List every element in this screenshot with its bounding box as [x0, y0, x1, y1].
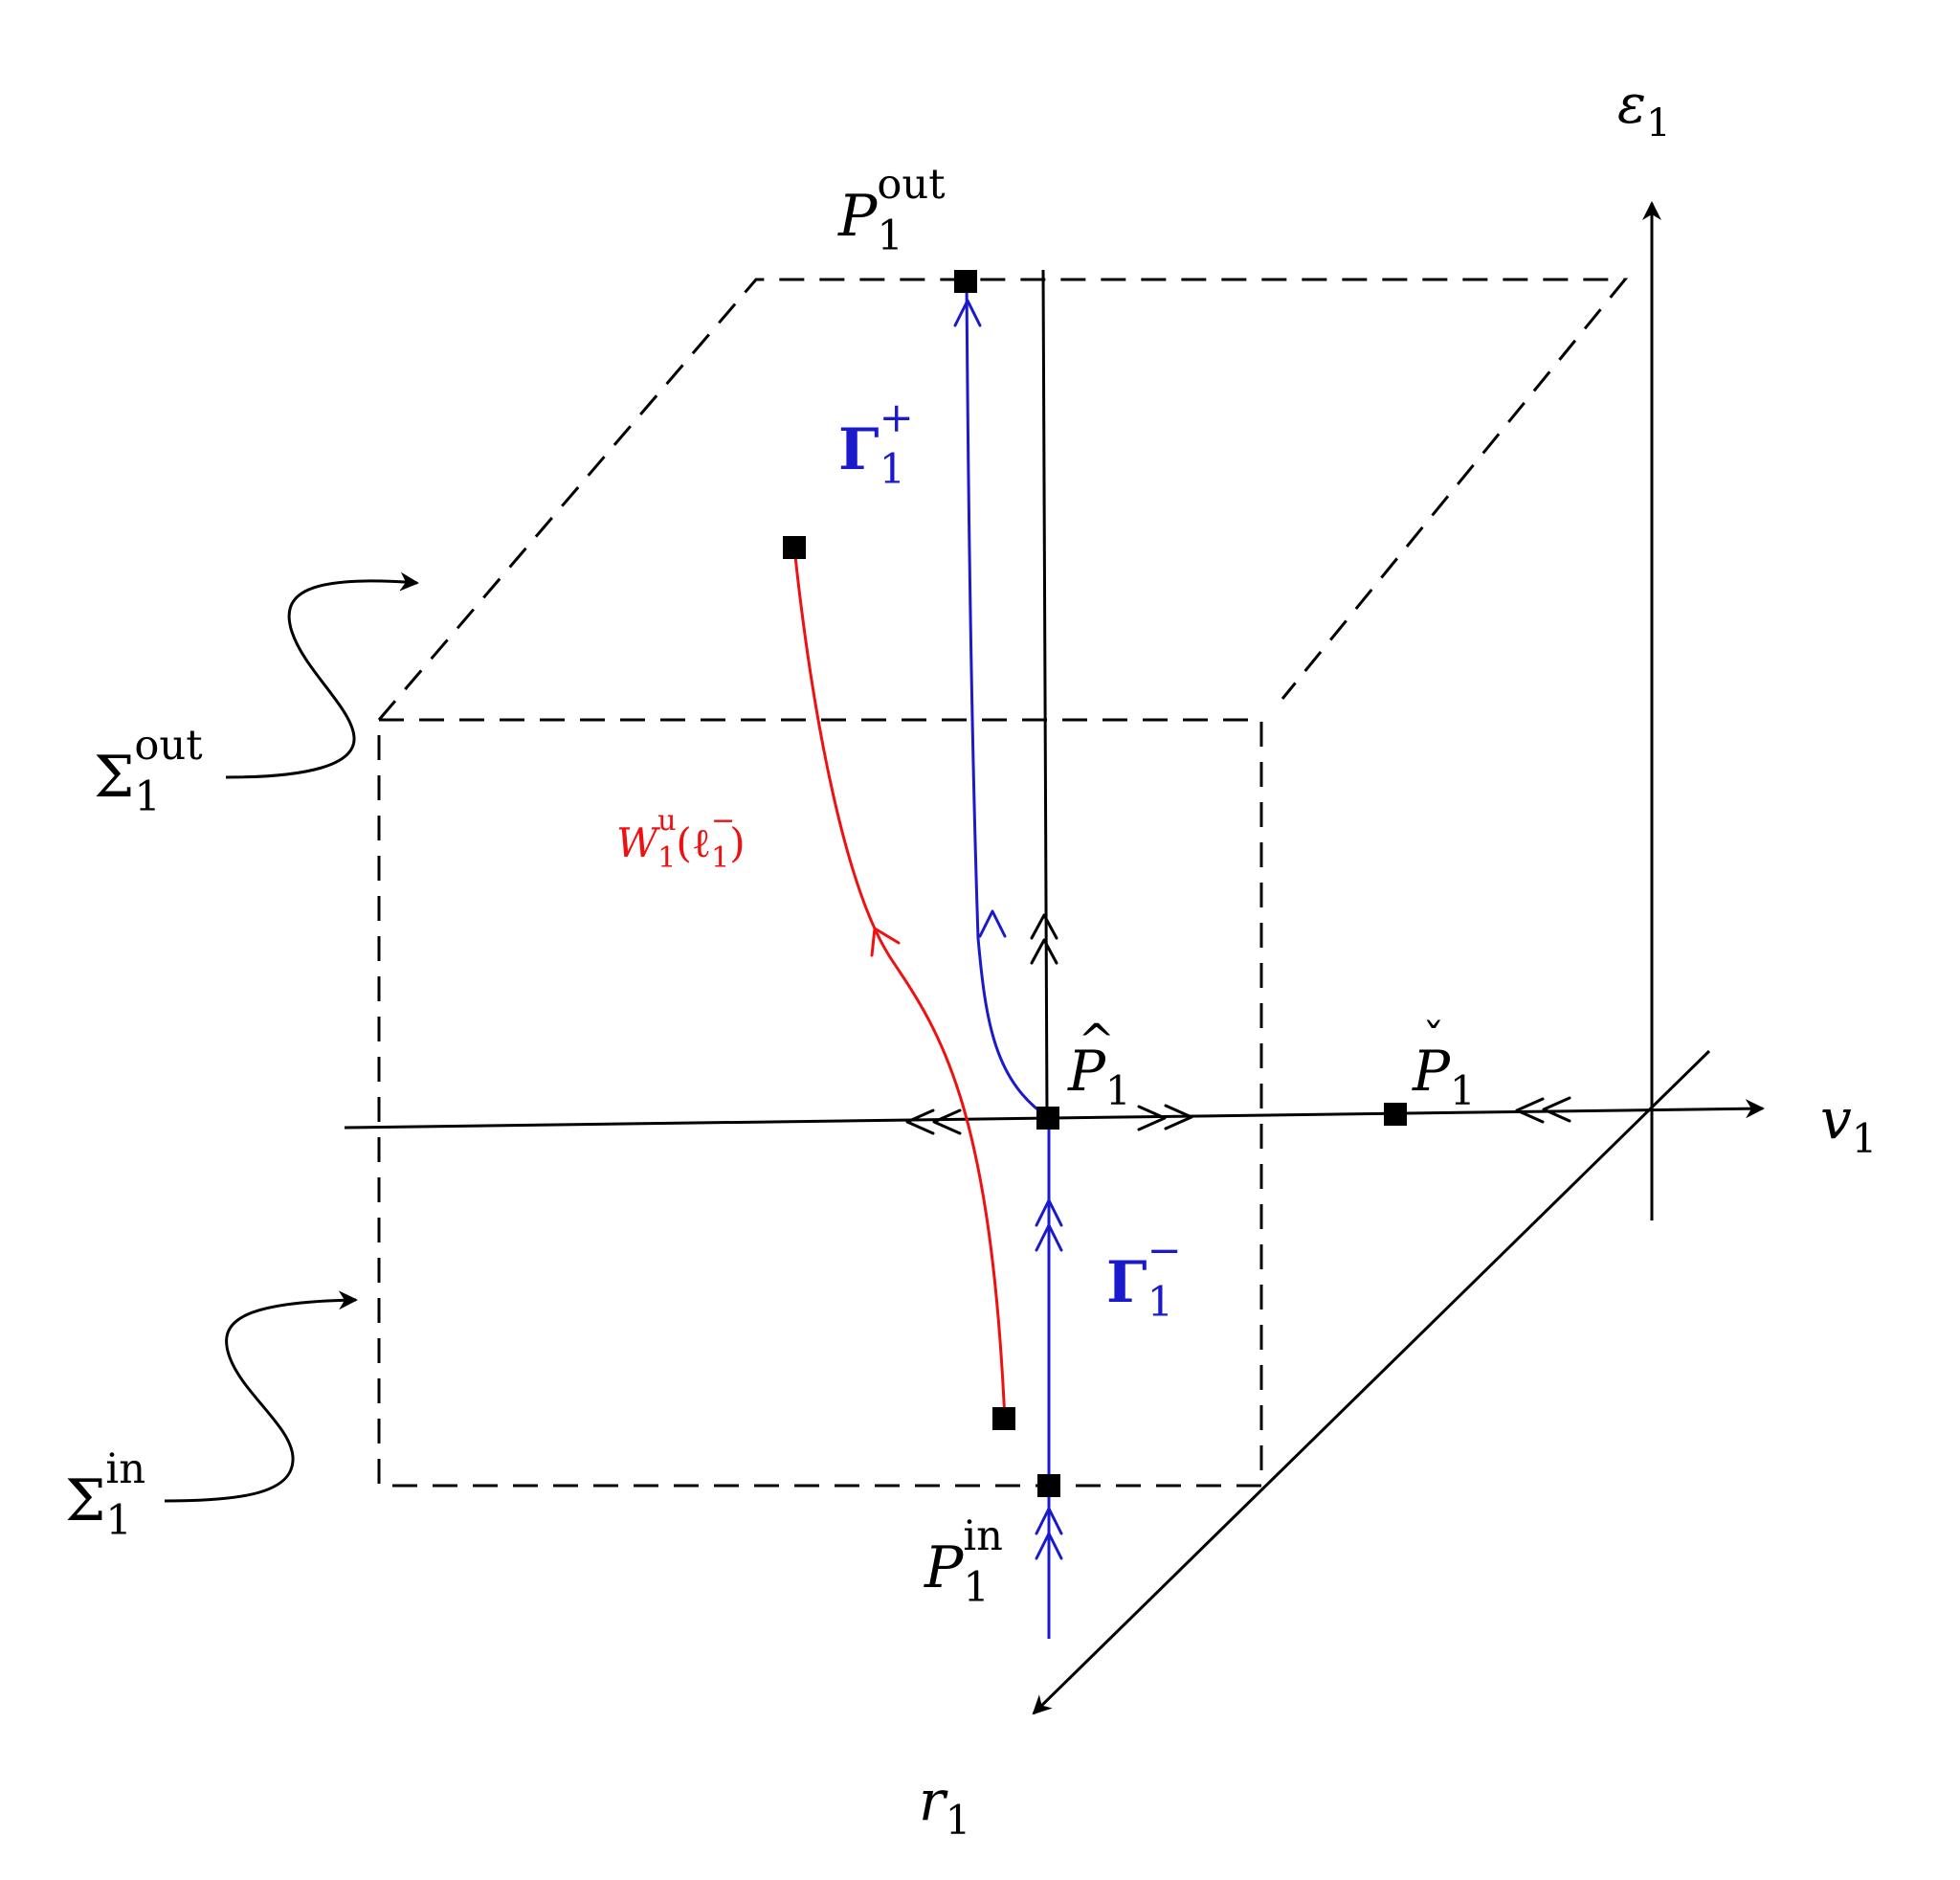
p-check-subscript: 1: [1450, 1066, 1476, 1114]
p-hat-symbol: P: [1068, 1039, 1106, 1104]
sigma-out-subscript: 1: [134, 773, 161, 822]
p-hat-accent: ^: [1078, 1015, 1116, 1067]
p-check-accent: ˇ: [1422, 1015, 1445, 1067]
epsilon-subscript: 1: [1646, 101, 1671, 146]
point-manifold-start: [992, 1407, 1015, 1430]
sigma-out-superscript: out: [134, 722, 203, 771]
r-symbol: r: [919, 1768, 946, 1833]
point-p-hat: [1036, 1107, 1059, 1130]
r-axis: [1032, 1049, 1711, 1715]
gamma-plus-symbol: Γ: [838, 416, 880, 483]
r-axis-label: r1: [919, 1773, 970, 1840]
v-subscript: 1: [1851, 1114, 1878, 1162]
points: [783, 270, 1407, 1497]
flow-arrows-black: [905, 913, 1571, 1135]
point-manifold-end: [783, 536, 806, 559]
p-hat-subscript: 1: [1105, 1066, 1131, 1114]
sigma-in-pointer: [164, 1290, 358, 1503]
w-symbol: W: [616, 819, 658, 866]
gamma-orbits: [953, 281, 1063, 1639]
sigma-in-symbol: Σ: [65, 1467, 106, 1534]
point-p-out: [954, 270, 977, 293]
front-face: [377, 718, 1263, 1488]
p-in-subscript: 1: [963, 1564, 990, 1613]
point-p-in: [1037, 1474, 1060, 1497]
v-axis-label: v1: [1820, 1091, 1877, 1158]
gamma-minus-subscript: 1: [1147, 1279, 1174, 1328]
critical-vertical-line: [1041, 269, 1049, 1117]
w-argument: (ℓ: [676, 819, 711, 866]
w-superscript: u: [657, 804, 677, 839]
v-symbol: v: [1820, 1086, 1852, 1152]
gamma-minus-superscript: −: [1147, 1227, 1182, 1276]
top-face: [377, 278, 1629, 721]
sigma-out-pointer: [225, 571, 419, 779]
epsilon-axis-label: ε1: [1617, 78, 1671, 143]
w-arg-superscript: −: [710, 804, 736, 839]
point-p-check: [1384, 1103, 1407, 1126]
axes: [344, 201, 1765, 1715]
gamma-plus-superscript: +: [879, 394, 914, 443]
section-pointers: [164, 571, 419, 1503]
w-close-paren: ): [729, 819, 746, 866]
gamma-minus-symbol: Γ: [1106, 1249, 1147, 1316]
p-check-symbol: P: [1413, 1039, 1451, 1104]
gamma-plus-curve: [965, 281, 1050, 1120]
p-out-symbol: P: [838, 183, 878, 250]
w-arg-subscript: 1: [710, 840, 730, 875]
gamma-minus-label: Γ−1: [1106, 1231, 1182, 1324]
p-out-subscript: 1: [877, 213, 903, 261]
gamma-plus-subscript: 1: [879, 446, 906, 495]
p-out-superscript: out: [877, 161, 946, 210]
section-box: [377, 278, 1629, 1488]
r-subscript: 1: [945, 1796, 971, 1844]
w-unstable-curve: [792, 547, 1007, 1422]
sigma-in-superscript: in: [105, 1445, 146, 1494]
sigma-in-subscript: 1: [105, 1497, 132, 1546]
p-in-superscript: in: [963, 1512, 1004, 1561]
w-subscript: 1: [657, 840, 677, 875]
sigma-out-symbol: Σ: [94, 744, 135, 811]
unstable-manifold: [792, 547, 1007, 1422]
p-in-symbol: P: [924, 1534, 964, 1601]
p-hat-label: ^P1: [1068, 1018, 1131, 1110]
gamma-plus-label: Γ+1: [838, 398, 914, 491]
epsilon-symbol: ε: [1617, 74, 1647, 136]
